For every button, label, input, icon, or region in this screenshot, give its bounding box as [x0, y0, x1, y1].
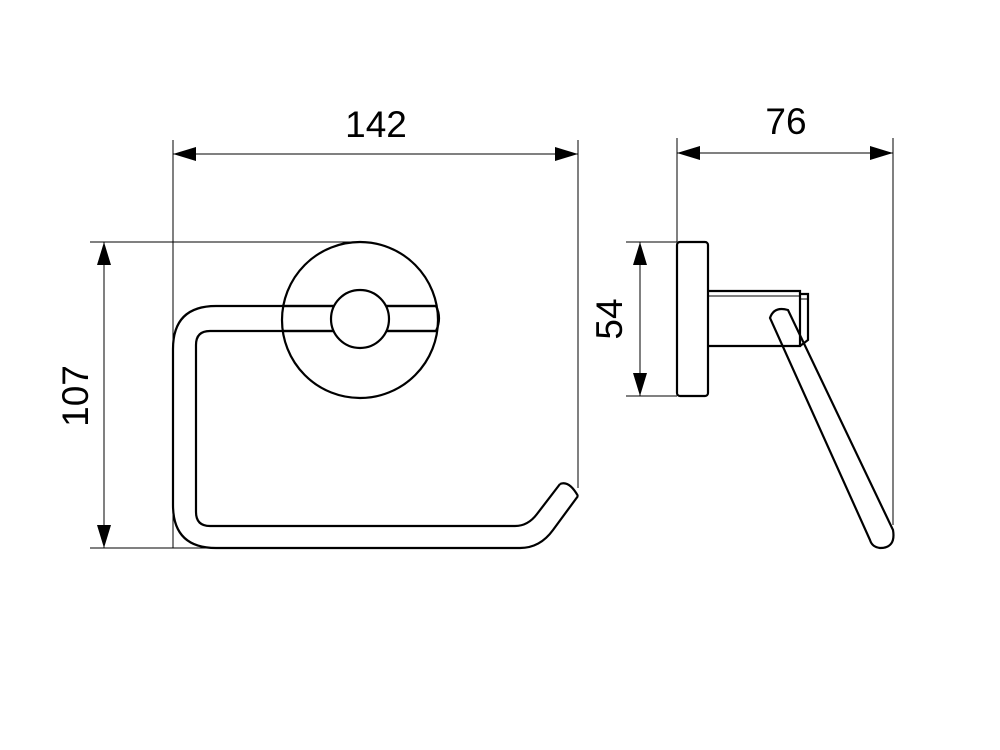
arrow-left-icon — [677, 146, 700, 160]
dimension-label-width: 142 — [345, 104, 407, 145]
arrow-up-icon — [97, 242, 111, 265]
holder-arm-over-rosette — [282, 304, 441, 333]
holder-arm-tip — [559, 482, 579, 497]
arrow-right-icon — [870, 146, 893, 160]
dimension-label-depth: 76 — [765, 101, 806, 142]
arrow-up-icon — [633, 242, 647, 265]
center-boss — [329, 288, 391, 350]
dimension-label-height: 107 — [55, 365, 96, 427]
dimension-depth-side: 76 — [677, 101, 893, 160]
front-view: 142 107 — [55, 104, 579, 550]
dimension-width-front: 142 — [173, 104, 578, 161]
holder-arm-inner — [194, 329, 561, 528]
side-arm — [768, 307, 895, 550]
mounting-shaft — [708, 289, 802, 348]
rosette-profile — [675, 240, 710, 398]
dimension-label-rosette: 54 — [589, 298, 630, 339]
arrow-right-icon — [555, 147, 578, 161]
dimension-height-front: 107 — [55, 242, 111, 548]
arrow-down-icon — [97, 525, 111, 548]
dimension-rosette-height: 54 — [589, 242, 647, 396]
arrow-left-icon — [173, 147, 196, 161]
holder-arm-outer — [171, 304, 579, 550]
arrow-down-icon — [633, 373, 647, 396]
side-view: 76 54 — [589, 101, 895, 550]
